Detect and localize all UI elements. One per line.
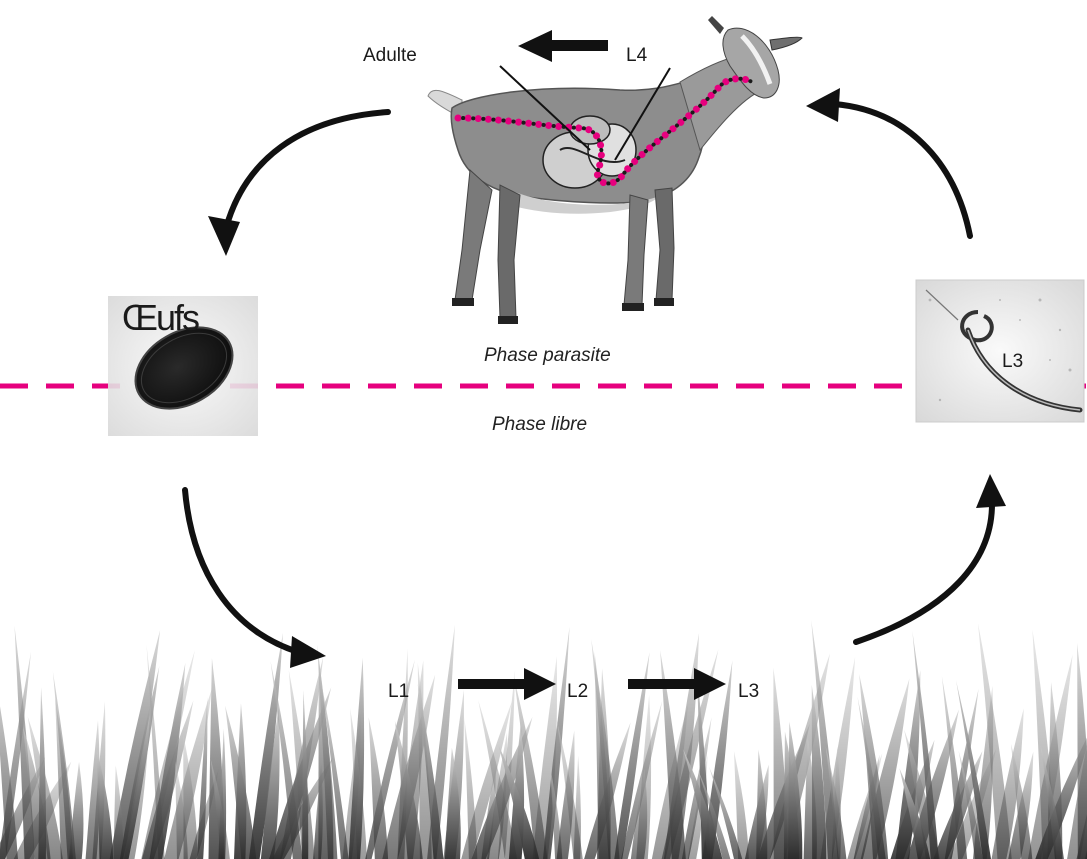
label-l4: L4 xyxy=(626,45,648,66)
label-phase-parasitic: Phase parasite xyxy=(484,345,611,366)
label-adult: Adulte xyxy=(363,45,417,66)
arrow-host-to-eggs xyxy=(208,112,388,256)
grass-blade xyxy=(1077,643,1087,859)
grass-illustration xyxy=(0,620,1087,859)
arrow-photo-to-host xyxy=(806,88,970,236)
arrow-eggs-to-l1 xyxy=(185,490,326,668)
label-l3-ground: L3 xyxy=(738,681,759,702)
label-phase-free: Phase libre xyxy=(492,414,587,435)
label-l2: L2 xyxy=(567,681,588,702)
label-eggs: Œufs xyxy=(122,297,199,338)
arrow-l1-to-l2 xyxy=(458,668,556,700)
goat-illustration xyxy=(428,16,802,324)
label-l1: L1 xyxy=(388,681,409,702)
arrow-l4-to-adult xyxy=(518,30,608,62)
larva-micrograph xyxy=(916,280,1084,422)
label-l3-photo: L3 xyxy=(1002,351,1023,372)
grass-blade xyxy=(464,717,477,859)
arrow-l3-to-photo xyxy=(856,474,1006,642)
